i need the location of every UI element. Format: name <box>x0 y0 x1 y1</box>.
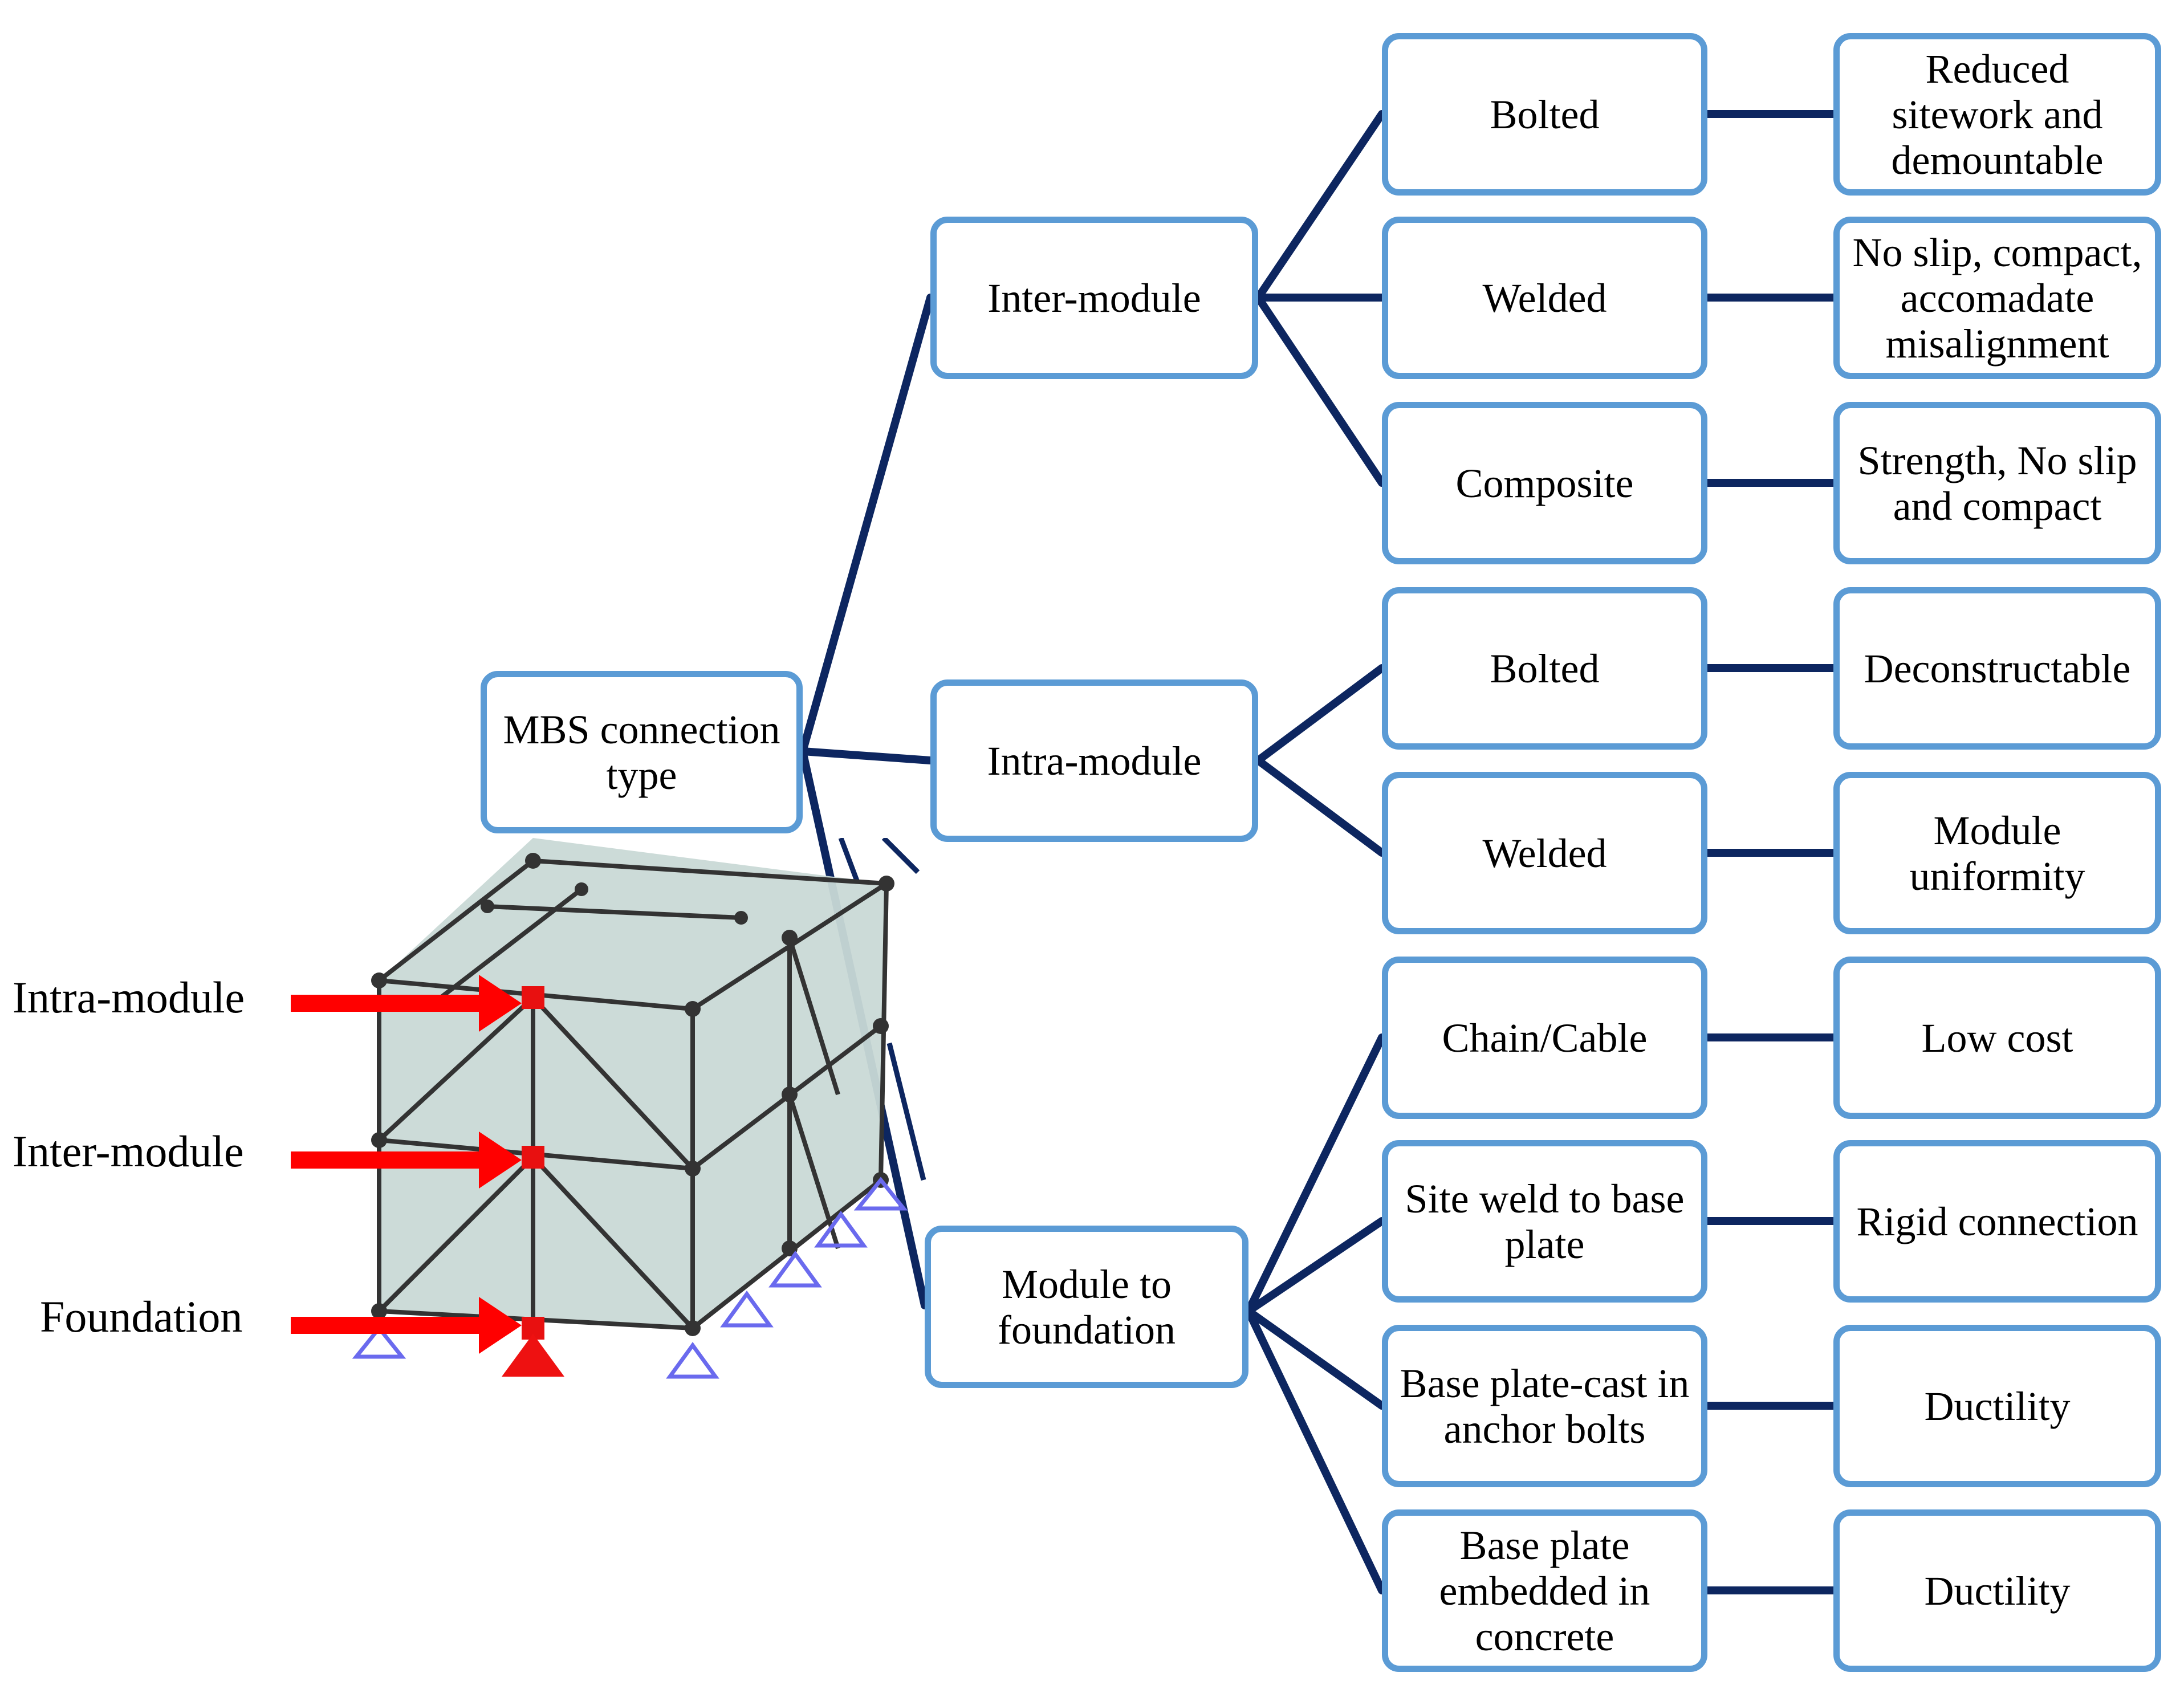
connector-inter-bolted <box>1254 110 1386 302</box>
type-box: Chain/Cable <box>1382 957 1707 1119</box>
type-label: Bolted <box>1490 645 1600 691</box>
label-intra-module: Intra-module <box>13 972 245 1022</box>
benefit-label: Ductility <box>1924 1568 2071 1614</box>
type-box: Welded <box>1382 772 1707 934</box>
benefit-box: No slip, compact, accomadate misalignmen… <box>1833 217 2161 379</box>
frame-panels <box>379 838 886 1328</box>
connector-foundation-siteweld <box>1244 1217 1386 1315</box>
type-box: Bolted <box>1382 587 1707 750</box>
benefit-label: Strength, No slip and compact <box>1857 437 2137 529</box>
indicator-arrows <box>291 975 522 1354</box>
type-box: Site weld to base plate <box>1382 1140 1707 1303</box>
type-label: Composite <box>1455 460 1634 506</box>
connector-foundation-embedded <box>1244 1307 1386 1594</box>
benefit-box: Ductility <box>1833 1325 2161 1487</box>
benefit-label: No slip, compact, accomadate misalignmen… <box>1852 229 2142 367</box>
benefit-label: Rigid connection <box>1856 1198 2138 1244</box>
benefit-box: Ductility <box>1833 1509 2161 1672</box>
benefit-label: Module uniformity <box>1909 807 2085 899</box>
label-inter-module: Inter-module <box>13 1126 244 1176</box>
type-label: Base plate-cast in anchor bolts <box>1400 1360 1690 1452</box>
category-label: Module to foundation <box>998 1261 1176 1353</box>
benefit-label: Deconstructable <box>1864 645 2131 691</box>
benefit-box: Rigid connection <box>1833 1140 2161 1303</box>
category-label: Inter-module <box>987 275 1201 321</box>
type-label: Bolted <box>1490 91 1600 137</box>
category-box-module-to-foundation: Module to foundation <box>925 1226 1248 1388</box>
type-box: Welded <box>1382 217 1707 379</box>
arrow-foundation <box>291 1297 522 1354</box>
connector-root-inter <box>799 294 934 755</box>
benefit-box: Deconstructable <box>1833 587 2161 750</box>
background-frame-lines <box>838 838 926 1181</box>
benefit-label: Reduced sitework and demountable <box>1891 46 2104 183</box>
connector-intra-bolted <box>1254 664 1386 764</box>
category-label: Intra-module <box>987 738 1202 784</box>
connector-intra-welded <box>1254 756 1386 857</box>
label-foundation: Foundation <box>40 1292 243 1341</box>
highlighted-joints <box>522 986 544 1340</box>
arrow-inter-module <box>291 1132 522 1189</box>
category-box-inter-module: Inter-module <box>930 217 1258 379</box>
category-box-intra-module: Intra-module <box>930 679 1258 842</box>
benefit-box: Low cost <box>1833 957 2161 1119</box>
type-box: Base plate-cast in anchor bolts <box>1382 1325 1707 1487</box>
connector-foundation-chain <box>1244 1033 1386 1315</box>
type-box: Bolted <box>1382 33 1707 196</box>
type-label: Base plate embedded in concrete <box>1439 1522 1650 1659</box>
root-label: MBS connection type <box>503 706 780 798</box>
type-label: Site weld to base plate <box>1405 1175 1685 1267</box>
benefit-box: Strength, No slip and compact <box>1833 402 2161 564</box>
highlighted-fixed-support <box>502 1334 564 1377</box>
type-box: Base plate embedded in concrete <box>1382 1509 1707 1672</box>
frame-nodes <box>371 853 894 1336</box>
connector-inter-composite <box>1254 294 1386 487</box>
connector-foundation-castin <box>1244 1307 1386 1410</box>
type-box: Composite <box>1382 402 1707 564</box>
benefit-label: Low cost <box>1921 1015 2073 1061</box>
type-label: Welded <box>1482 830 1607 876</box>
support-triangles <box>352 1177 908 1379</box>
arrow-intra-module <box>291 975 522 1032</box>
type-label: Welded <box>1482 275 1607 321</box>
type-label: Chain/Cable <box>1442 1015 1648 1061</box>
benefit-box: Reduced sitework and demountable <box>1833 33 2161 196</box>
connector-root-intra <box>799 747 934 764</box>
module-frame-figure <box>291 838 926 1379</box>
benefit-box: Module uniformity <box>1833 772 2161 934</box>
root-box: MBS connection type <box>481 671 803 833</box>
benefit-label: Ductility <box>1924 1383 2071 1429</box>
